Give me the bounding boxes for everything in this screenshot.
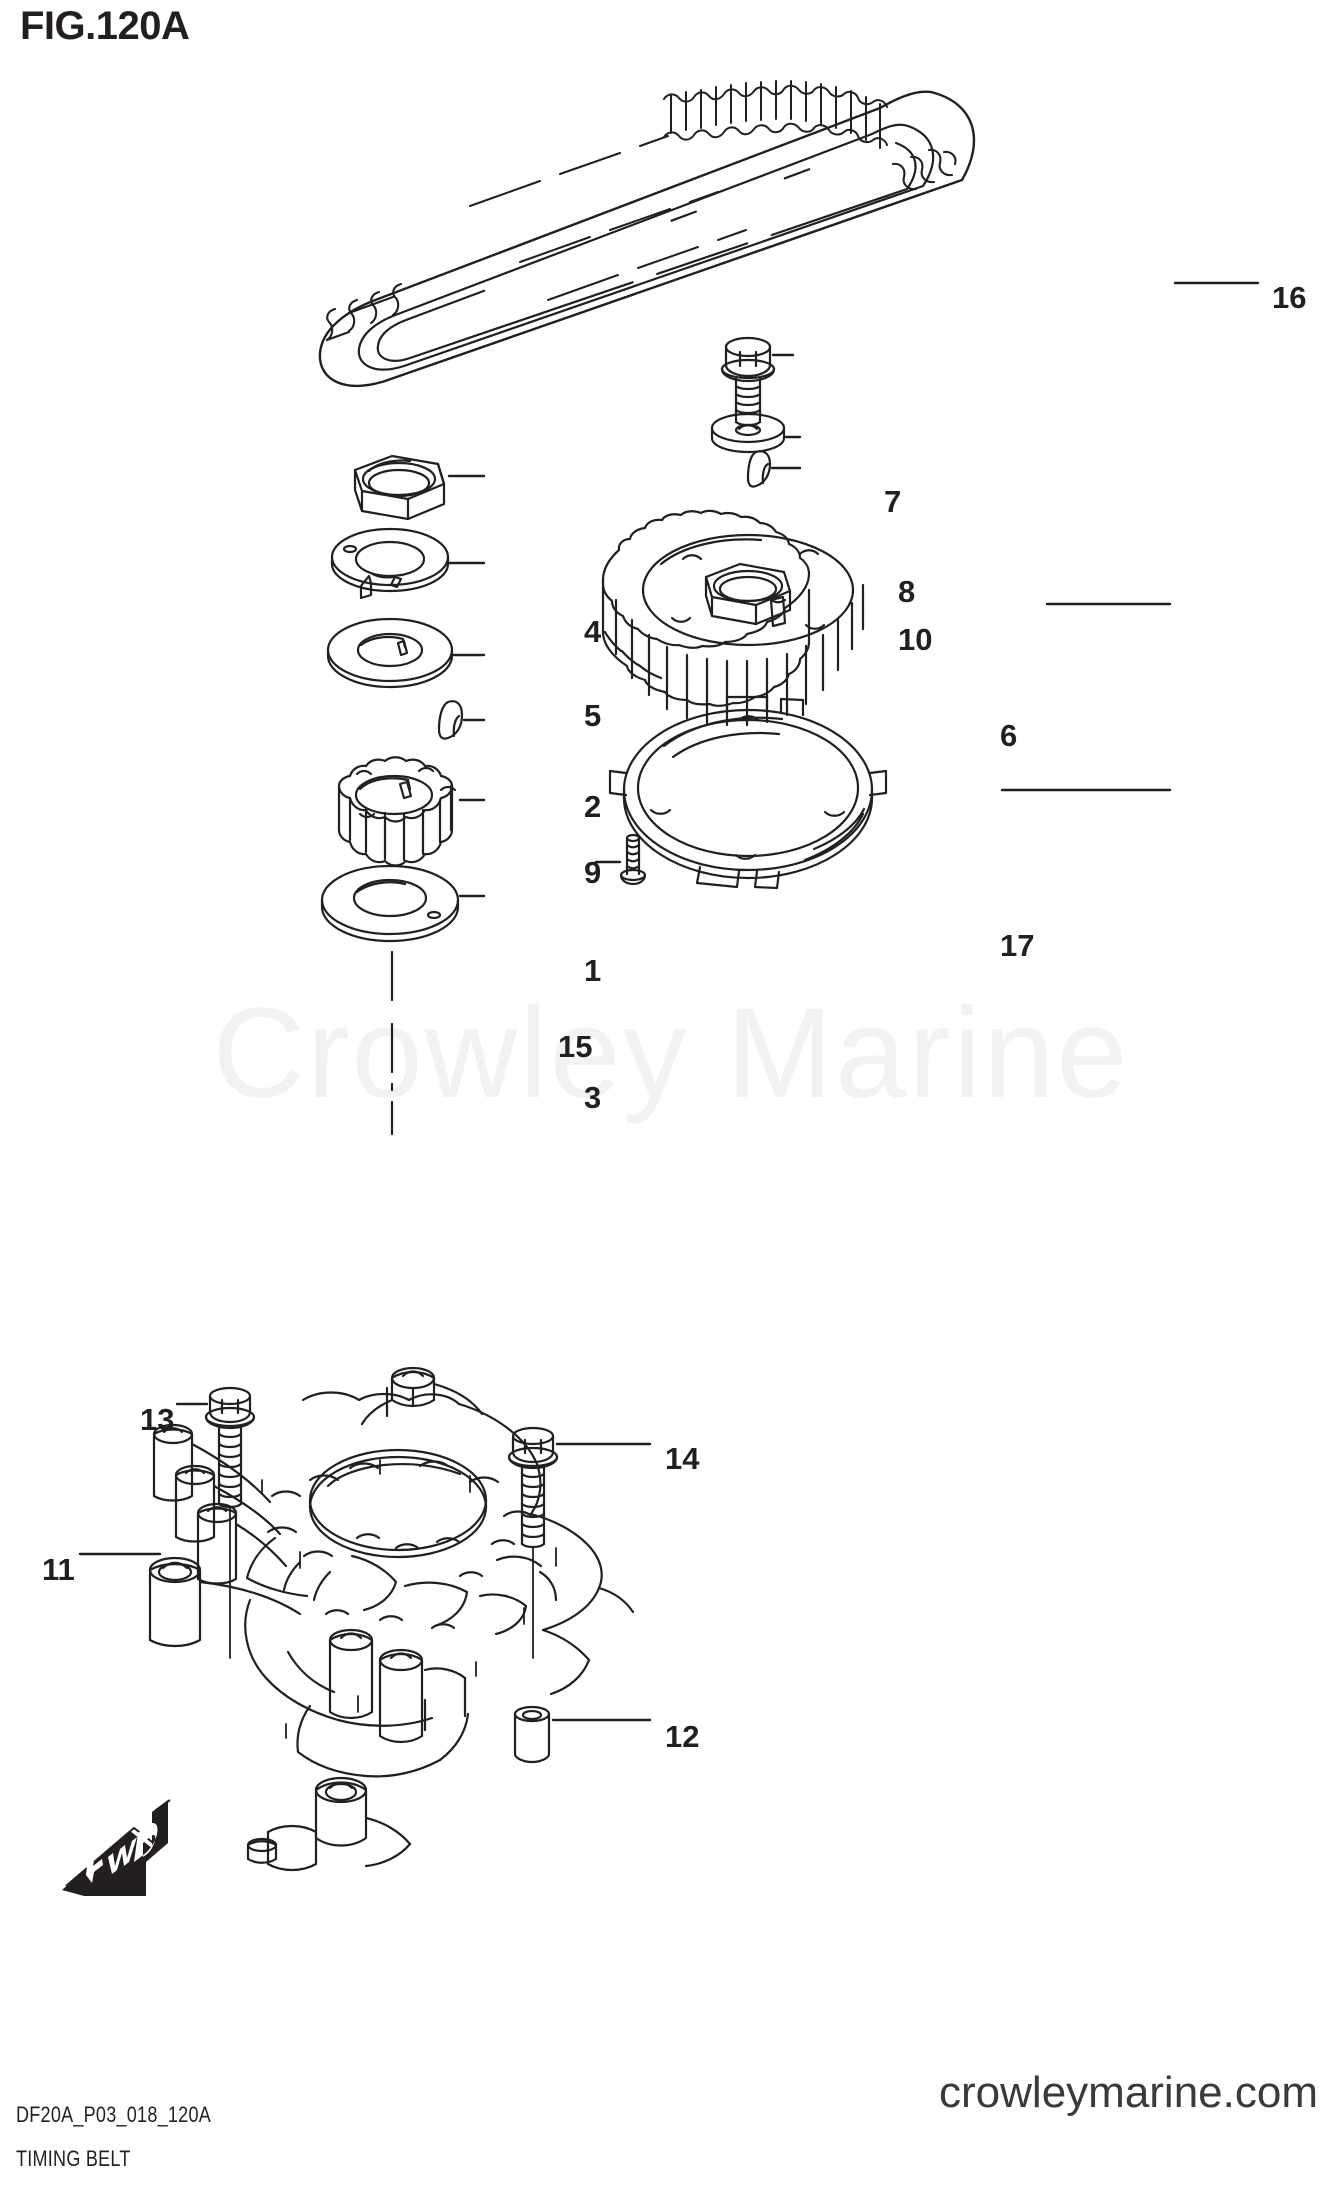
part-timing-belt — [318, 80, 1260, 387]
part-woodruff-key-lower — [437, 700, 486, 740]
callout-woodruff-key-upper: 10 — [898, 622, 933, 657]
part-washer — [710, 412, 802, 454]
part-belt-cover-gasket — [608, 695, 1172, 890]
part-bolt-left — [175, 1386, 256, 1659]
page-title: FIG.120A — [20, 4, 190, 48]
part-dowel-pin — [513, 1705, 652, 1764]
part-pulley-plate — [320, 864, 486, 943]
callout-bolt-left: 13 — [140, 1402, 175, 1437]
callout-timing-belt-case: 11 — [42, 1552, 75, 1587]
callout-dowel-pin: 12 — [665, 1719, 700, 1754]
callout-timing-belt: 16 — [1272, 280, 1307, 315]
part-bolt-upper — [720, 336, 795, 427]
diagram-code: DF20A_P03_018_120A — [16, 2102, 212, 2127]
callout-plate-washer: 2 — [584, 789, 602, 824]
callout-lock-washer: 5 — [584, 698, 602, 733]
callout-bolt-right: 14 — [665, 1441, 700, 1476]
brand-watermark: crowleymarine.com — [939, 2068, 1318, 2117]
part-timing-belt-case — [78, 1366, 635, 1872]
part-lock-washer — [330, 527, 486, 600]
callout-pulley-plate: 3 — [584, 1080, 602, 1115]
part-camshaft-pulley — [601, 509, 1172, 727]
part-bolt-right — [507, 1426, 652, 1659]
part-screw-small — [594, 833, 647, 886]
callout-bolt-upper: 7 — [884, 484, 902, 519]
part-crankshaft-sprocket — [337, 756, 486, 867]
part-plate-washer — [326, 617, 486, 689]
callout-woodruff-key-lower: 9 — [584, 855, 602, 890]
callout-belt-cover-gasket: 17 — [1000, 928, 1035, 963]
part-hex-nut — [353, 454, 486, 521]
callout-screw-small: 15 — [558, 1029, 593, 1064]
callout-crankshaft-sprocket: 1 — [584, 953, 602, 988]
fwd-arrow-icon — [62, 1799, 171, 1896]
callout-camshaft-pulley: 6 — [1000, 718, 1018, 753]
callout-washer: 8 — [898, 574, 916, 609]
callout-hex-nut: 4 — [584, 614, 602, 649]
part-woodruff-key-upper — [746, 450, 802, 488]
diagram-name: TIMING BELT — [16, 2146, 131, 2171]
